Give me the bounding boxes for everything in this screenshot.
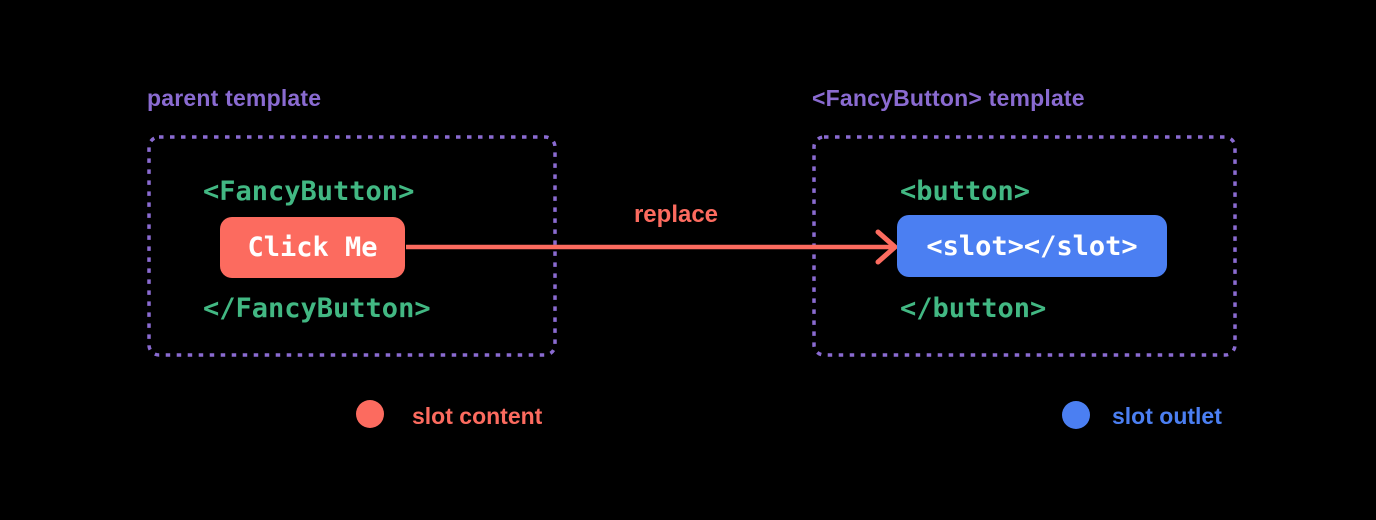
slot-outlet-legend-dot bbox=[1062, 401, 1090, 429]
click-me-button[interactable]: Click Me bbox=[220, 217, 405, 278]
replace-arrow-head bbox=[875, 229, 898, 265]
fancybutton-close-tag-code: </FancyButton> bbox=[203, 293, 431, 324]
fancybutton-open-tag-code: <FancyButton> bbox=[203, 176, 415, 207]
slot-content-legend-label: slot content bbox=[412, 403, 543, 429]
button-close-tag-code: </button> bbox=[900, 293, 1047, 324]
parent-template-title: parent template bbox=[147, 85, 322, 111]
replace-arrow-label: replace bbox=[633, 201, 719, 228]
fancybutton-template-title: <FancyButton> template bbox=[812, 85, 1085, 111]
slot-outlet-box: <slot></slot> bbox=[897, 215, 1167, 277]
button-open-tag-code: <button> bbox=[900, 176, 1031, 207]
slot-content-legend-dot bbox=[356, 400, 384, 428]
slot-outlet-legend-label: slot outlet bbox=[1112, 403, 1222, 429]
